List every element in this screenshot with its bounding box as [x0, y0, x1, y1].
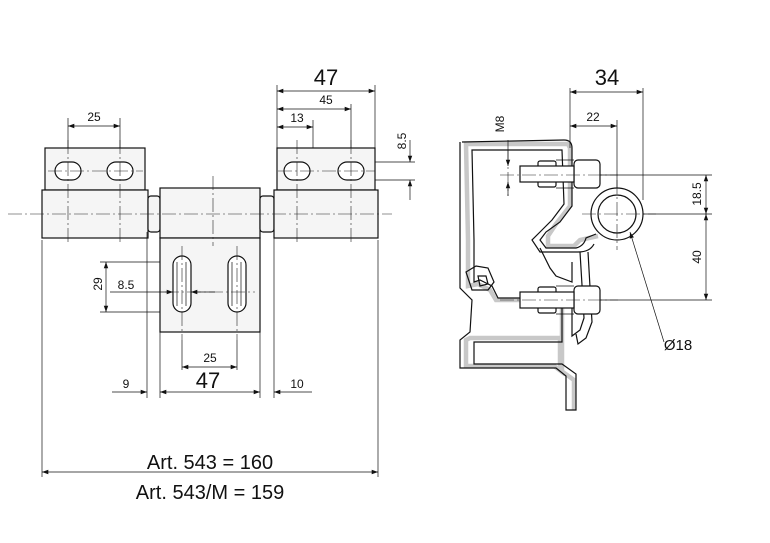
dim-slot-offset: 13 [290, 111, 304, 125]
side-view: 34 22 M8 18.5 40 Ø18 [459, 65, 712, 411]
dim-overall-depth: 34 [595, 65, 619, 90]
article-line-1: Art. 543 = 160 [147, 452, 273, 474]
dim-right-gap: 10 [290, 377, 304, 391]
center-knuckle [159, 187, 261, 239]
label-thread: M8 [493, 115, 507, 132]
dim-plate-width: 47 [196, 368, 220, 393]
dim-slot-center-right: 45 [319, 93, 333, 107]
profile-outline [459, 139, 597, 411]
bolt-upper-shank [519, 165, 575, 183]
dim-slot-left: 25 [87, 110, 101, 124]
dim-plate-slot-spacing: 25 [203, 351, 217, 365]
dim-left-gap: 9 [123, 377, 130, 391]
article-line-2: Art. 543/M = 159 [136, 482, 284, 504]
dim-bolt-to-axis: 18.5 [690, 182, 704, 206]
dim-slot-height: 8.5 [395, 132, 409, 149]
dim-bolt-offset: 22 [586, 110, 600, 124]
dim-top-width: 47 [314, 65, 338, 90]
front-view: 47 45 25 13 8.5 29 8.5 25 47 9 10 Art. 5… [8, 65, 415, 504]
dim-axis-to-bolt: 40 [690, 250, 704, 264]
dim-plate-slot: 8.5 [118, 278, 135, 292]
label-diameter: Ø18 [664, 337, 692, 354]
bolt-upper-head [573, 159, 601, 189]
dim-plate-height: 29 [91, 277, 105, 291]
